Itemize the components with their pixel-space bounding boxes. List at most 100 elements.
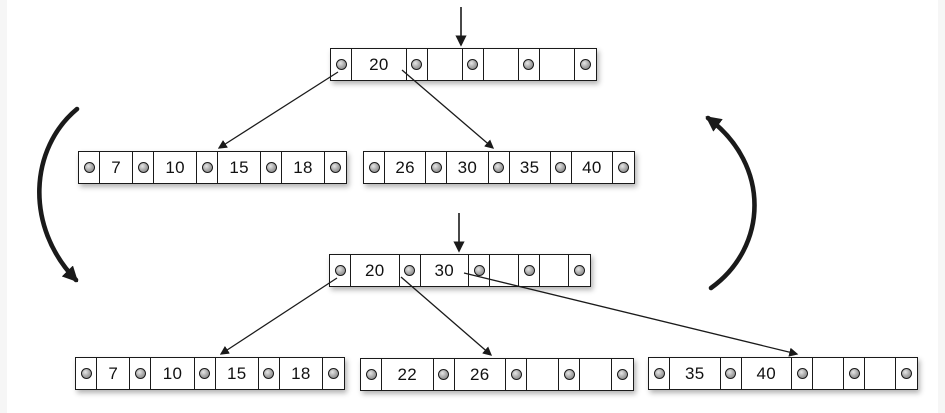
- key-cell: [490, 255, 520, 286]
- transform-cycle-left-arrow: [37, 106, 80, 283]
- pointer-cell: [197, 152, 219, 183]
- pointer-cell: [261, 152, 283, 183]
- pointer-cell: [569, 255, 590, 286]
- pointer-dot-icon: [617, 369, 629, 380]
- pointer-dot-icon: [523, 59, 535, 70]
- btree-node-top-child-right: 26 30 35 40: [363, 151, 635, 184]
- pointer-cell: [519, 49, 540, 80]
- pointer-dot-icon: [330, 162, 341, 173]
- pointer-cell: [551, 152, 572, 183]
- pointer-dot-icon: [618, 162, 629, 173]
- pointer-cell: [407, 49, 428, 80]
- pointer-cell: [519, 255, 541, 286]
- pointer-cell: [259, 358, 280, 389]
- key-cell: 7: [100, 152, 134, 183]
- key-cell: 40: [742, 358, 793, 389]
- pointer-cell: [434, 359, 455, 390]
- pointer-dot-icon: [199, 368, 211, 379]
- pointer-cell: [130, 358, 152, 389]
- pointer-dot-icon: [263, 368, 275, 379]
- key-cell: 26: [385, 152, 427, 183]
- key-cell: [865, 358, 897, 389]
- key-cell: 18: [282, 152, 325, 183]
- key-cell: 30: [421, 255, 470, 286]
- pointer-cell: [195, 358, 216, 389]
- btree-node-top-root: 20: [330, 48, 597, 81]
- btree-node-bottom-child-middle: 22 26: [360, 358, 634, 391]
- btree-node-bottom-child-right: 35 40: [648, 357, 918, 390]
- pointer-dot-icon: [430, 162, 442, 173]
- pointer-dot-icon: [563, 369, 575, 380]
- pointer-cell: [792, 358, 814, 389]
- key-cell: [428, 49, 463, 80]
- pointer-cell: [844, 358, 866, 389]
- pointer-cell: [463, 49, 484, 80]
- key-cell: 35: [670, 358, 721, 389]
- key-cell: [484, 49, 519, 80]
- pointer-dot-icon: [368, 162, 380, 173]
- key-cell: 30: [447, 152, 489, 183]
- key-cell: [540, 49, 576, 80]
- pointer-dot-icon: [137, 162, 149, 173]
- pointer-cell: [612, 359, 633, 390]
- key-cell: 26: [455, 359, 507, 390]
- pointer-dot-icon: [796, 368, 808, 379]
- key-cell: 15: [216, 358, 259, 389]
- pointer-cell: [649, 358, 670, 389]
- top-root-ptr1-to-right-child: [401, 69, 495, 149]
- pointer-dot-icon: [328, 368, 339, 379]
- pointer-cell: [364, 152, 385, 183]
- transform-cycle-right-arrow: [705, 115, 757, 291]
- pointer-dot-icon: [265, 162, 277, 173]
- pointer-cell: [426, 152, 448, 183]
- pointer-cell: [721, 358, 742, 389]
- key-cell: [540, 255, 570, 286]
- pointer-dot-icon: [83, 162, 95, 173]
- pointer-cell: [559, 359, 581, 390]
- bottom-root-ptr0-to-left-child: [219, 277, 338, 355]
- pointer-dot-icon: [901, 368, 913, 379]
- bottom-root-ptr1-to-middle-child: [400, 276, 493, 356]
- pointer-cell: [76, 358, 97, 389]
- pointer-cell: [489, 152, 510, 183]
- pointer-cell: [133, 152, 155, 183]
- pointer-dot-icon: [555, 162, 567, 173]
- key-cell: 40: [572, 152, 613, 183]
- pointer-dot-icon: [467, 59, 479, 70]
- pointer-cell: [896, 358, 917, 389]
- key-cell: 20: [351, 255, 400, 286]
- key-cell: [580, 359, 613, 390]
- pointer-dot-icon: [335, 59, 347, 70]
- pointer-cell: [469, 255, 491, 286]
- pointer-cell: [575, 49, 596, 80]
- key-cell: 35: [510, 152, 551, 183]
- pointer-dot-icon: [580, 59, 592, 70]
- pointer-dot-icon: [510, 369, 522, 380]
- top-root-ptr0-to-left-child: [217, 71, 339, 149]
- pointer-dot-icon: [201, 162, 213, 173]
- key-cell: 22: [382, 359, 434, 390]
- pointer-cell: [79, 152, 100, 183]
- pointer-dot-icon: [404, 265, 416, 276]
- pointer-cell: [400, 255, 421, 286]
- key-cell: 10: [154, 152, 198, 183]
- pointer-cell: [331, 49, 352, 80]
- key-cell: [813, 358, 845, 389]
- key-cell: 18: [280, 358, 323, 389]
- pointer-cell: [506, 359, 528, 390]
- pointer-dot-icon: [80, 368, 92, 379]
- pointer-dot-icon: [134, 368, 146, 379]
- pointer-dot-icon: [653, 368, 665, 379]
- pointer-cell: [325, 152, 346, 183]
- pointer-dot-icon: [438, 369, 450, 380]
- page-edge-right: [938, 0, 945, 413]
- pointer-dot-icon: [473, 265, 485, 276]
- pointer-dot-icon: [411, 59, 423, 70]
- pointer-dot-icon: [523, 265, 535, 276]
- key-cell: 20: [352, 49, 407, 80]
- pointer-cell: [330, 255, 351, 286]
